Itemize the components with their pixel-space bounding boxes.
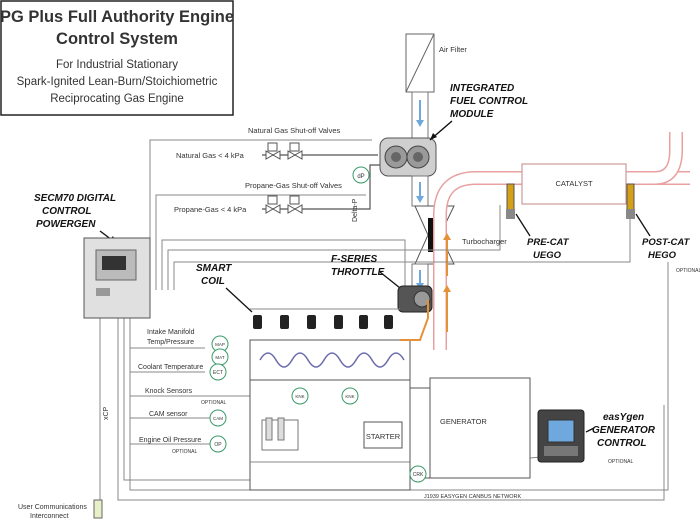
knk-sensor-2: KNK [345, 394, 354, 399]
ifcm-label-2: FUEL CONTROL [450, 96, 528, 107]
smart-coils: SMART COIL [196, 263, 400, 329]
ect-sensor: ECT [213, 370, 223, 376]
pg-valves-label: Propane-Gas Shut-off Valves [245, 181, 342, 190]
exhaust-pipe [433, 132, 690, 350]
catalyst: CATALYST [521, 163, 627, 205]
op-sensor: OP [214, 442, 222, 448]
oil-optional: OPTIONAL [172, 449, 198, 455]
propane-gas-line: Propane-Gas Shut-off Valves Propane-Gas … [174, 164, 380, 214]
postcat-label-1: POST-CAT [642, 237, 691, 248]
delta-p-sensor: dP Delta-P [352, 166, 370, 222]
knock-label: Knock Sensors [145, 388, 193, 395]
cam-label: CAM sensor [149, 411, 188, 418]
turbocharger-label: Turbocharger [462, 237, 507, 246]
turbocharger: Turbocharger [411, 205, 507, 293]
generator: GENERATOR [409, 377, 531, 479]
easygen-label-2: GENERATOR [592, 425, 656, 436]
secm-label-1: SECM70 DIGITAL [34, 193, 116, 204]
user-label-2: Interconnect [30, 513, 69, 520]
f-series-throttle: F-SERIES THROTTLE [331, 254, 433, 313]
map-sensor: MAP [215, 342, 225, 347]
dp-sensor-label: dP [357, 174, 364, 180]
easygen-label-1: easYgen [603, 412, 644, 423]
imap-label-1: Intake Manifold [147, 329, 195, 336]
imap-label-2: Temp/Pressure [147, 339, 194, 346]
xcp-label: xCP [103, 406, 110, 420]
canbus-label: J1939 EASYGEN CANBUS NETWORK [424, 494, 522, 500]
ifcm-label-1: INTEGRATED [450, 83, 514, 94]
secm-label-3: POWERGEN [36, 219, 96, 230]
user-interconnect: User Communications Interconnect [18, 499, 103, 520]
coil-label-2: COIL [201, 276, 225, 287]
cam-sensor: CAM [213, 416, 223, 421]
subtitle-2: Spark-Ignited Lean-Burn/Stoichiometric [17, 76, 218, 88]
crk-sensor: CRK [413, 472, 424, 478]
secm-label-2: CONTROL [42, 206, 91, 217]
mat-sensor: MAT [215, 355, 224, 360]
ng-label: Natural Gas < 4 kPa [176, 151, 245, 160]
ng-valves-label: Natural Gas Shut-off Valves [248, 126, 341, 135]
air-filter-label: Air Filter [439, 45, 467, 54]
post-cat-hego-sensor: POST-CAT HEGO OPTIONAL [626, 183, 700, 274]
delta-p-label: Delta-P [352, 198, 359, 222]
easygen-optional: OPTIONAL [608, 459, 634, 465]
subtitle-1: For Industrial Stationary [56, 59, 178, 71]
pre-cat-uego-sensor: PRE-CAT UEGO [506, 183, 570, 261]
pg-label: Propane-Gas < 4 kPa [174, 205, 247, 214]
intake-duct [411, 175, 429, 207]
precat-label-1: PRE-CAT [527, 237, 570, 248]
title-line2: Control System [56, 30, 178, 48]
title-line1: PG Plus Full Authority Engine [0, 8, 234, 26]
natural-gas-line: Natural Gas Shut-off Valves Natural Gas … [176, 126, 378, 160]
ifcm-label-3: MODULE [450, 109, 494, 120]
coolant-label: Coolant Temperature [138, 364, 203, 371]
title-box: PG Plus Full Authority Engine Control Sy… [0, 0, 234, 116]
postcat-label-2: HEGO [648, 250, 677, 261]
engine-sensors: Intake Manifold Temp/Pressure MAP MAT Co… [138, 329, 427, 483]
user-label-1: User Communications [18, 504, 87, 511]
secm70-controller: SECM70 DIGITAL CONTROL POWERGEN [34, 193, 151, 319]
fuel-control-module: INTEGRATED FUEL CONTROL MODULE [379, 83, 528, 177]
easygen-label-3: CONTROL [597, 438, 646, 449]
postcat-optional: OPTIONAL [676, 268, 700, 274]
starter-label: STARTER [366, 432, 401, 441]
precat-label-2: UEGO [533, 250, 562, 261]
throttle-label-2: THROTTLE [331, 267, 385, 278]
oil-label: Engine Oil Pressure [139, 437, 201, 444]
knk-sensor-1: KNK [295, 394, 304, 399]
catalyst-label: CATALYST [555, 179, 593, 188]
throttle-label-1: F-SERIES [331, 254, 377, 265]
knock-optional: OPTIONAL [201, 400, 227, 406]
coil-label-1: SMART [196, 263, 232, 274]
generator-label: GENERATOR [440, 417, 487, 426]
easygen-controller: easYgen GENERATOR CONTROL OPTIONAL [537, 409, 656, 465]
subtitle-3: Reciprocating Gas Engine [50, 93, 184, 105]
